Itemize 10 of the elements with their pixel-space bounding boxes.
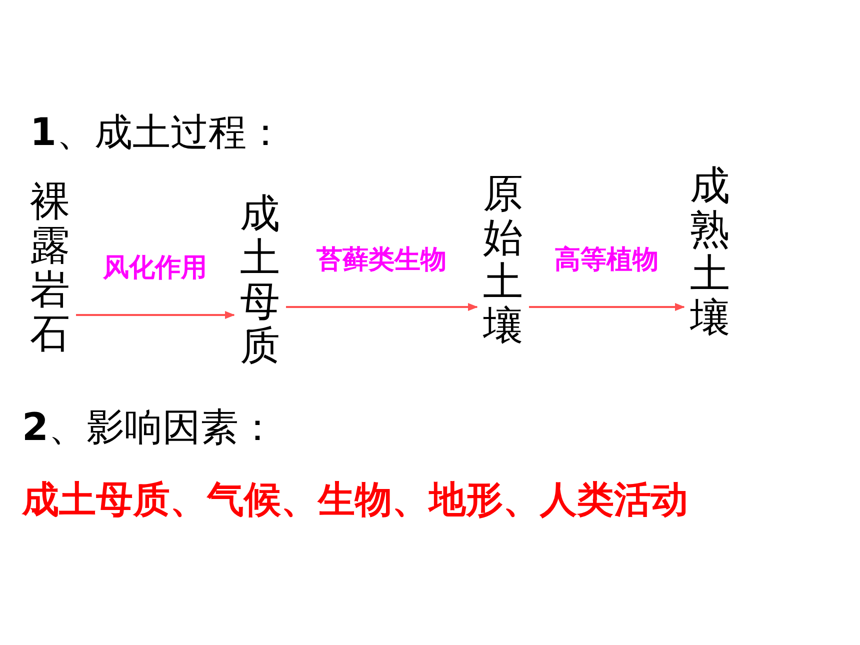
stage-text: 成熟土壤 [690,164,730,340]
stage-text: 原始土壤 [483,172,523,348]
arrow [529,303,685,311]
section-heading: 2、影响因素： [22,405,276,451]
stage-text: 成土母质 [240,192,280,368]
stage-text: 裸露岩石 [30,180,70,356]
section-heading: 1、成土过程： [30,110,284,156]
arrow [286,303,478,311]
factor-list: 成土母质、气候、生物、地形、人类活动 [22,478,688,522]
arrow [76,311,235,319]
